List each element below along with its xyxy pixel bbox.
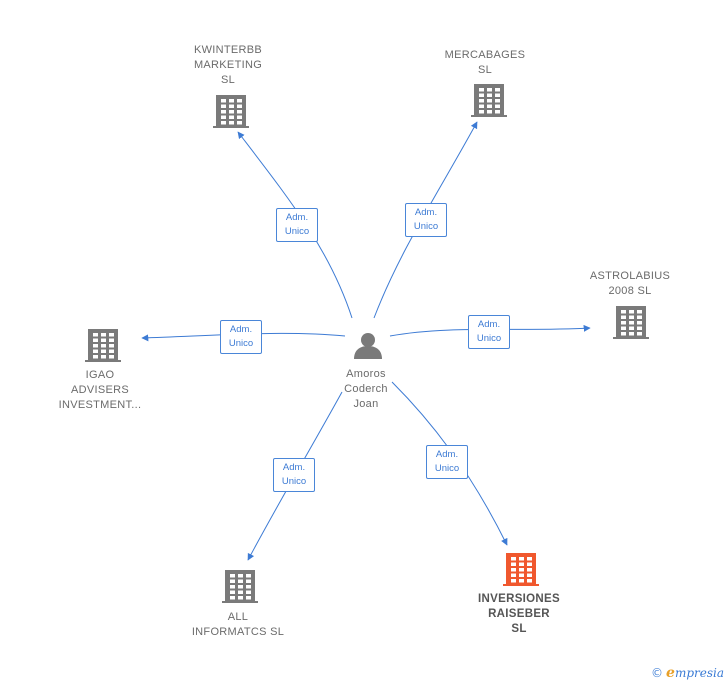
- role-label-inversiones[interactable]: Adm. Unico: [426, 445, 468, 479]
- company-label-kwinterbb[interactable]: KWINTERBB MARKETING SL: [178, 43, 278, 88]
- brand-name: mpresia: [674, 666, 724, 680]
- company-name-line: 2008 SL: [608, 285, 652, 297]
- company-name-line: MARKETING: [193, 59, 263, 71]
- company-name-line: SL: [511, 623, 527, 635]
- role-line: Unico: [476, 333, 502, 344]
- company-name-line: ADVISERS: [70, 384, 130, 396]
- building-icon-igao[interactable]: [85, 329, 121, 362]
- company-label-all-informatcs[interactable]: ALL INFORMATCS SL: [183, 610, 293, 640]
- building-icon-mercabages[interactable]: [471, 84, 507, 117]
- company-name-line: RAISEBER: [488, 608, 550, 620]
- role-line: Unico: [284, 226, 310, 237]
- company-name-line: ASTROLABIUS: [589, 270, 671, 282]
- role-line: Unico: [434, 463, 460, 474]
- role-line: Unico: [281, 476, 307, 487]
- role-label-mercabages[interactable]: Adm. Unico: [405, 203, 447, 237]
- building-icon-inversiones[interactable]: [503, 553, 539, 586]
- person-name-line: Coderch: [344, 383, 388, 395]
- role-line: Adm.: [477, 319, 501, 330]
- person-name-line: Amoros: [346, 368, 386, 380]
- company-name-line: IGAO: [85, 369, 115, 381]
- building-icon-all-informatcs[interactable]: [222, 570, 258, 603]
- role-label-kwinterbb[interactable]: Adm. Unico: [276, 208, 318, 242]
- company-label-igao[interactable]: IGAO ADVISERS INVESTMENT...: [44, 368, 156, 413]
- building-icon-kwinterbb[interactable]: [213, 95, 249, 128]
- company-name-line: INVESTMENT...: [58, 399, 142, 411]
- person-name-line: Joan: [353, 398, 379, 410]
- role-label-astrolabius[interactable]: Adm. Unico: [468, 315, 510, 349]
- person-label[interactable]: Amoros Coderch Joan: [326, 367, 406, 412]
- role-line: Adm.: [229, 324, 253, 335]
- person-icon[interactable]: [354, 333, 382, 359]
- copyright-symbol: ©: [651, 666, 664, 680]
- role-line: Unico: [413, 221, 439, 232]
- company-name-line: SL: [477, 64, 493, 76]
- company-name-line: INVERSIONES: [478, 593, 560, 605]
- company-name-line: SL: [220, 74, 236, 86]
- role-line: Adm.: [435, 449, 459, 460]
- company-name-line: ALL: [227, 611, 249, 623]
- company-label-astrolabius[interactable]: ASTROLABIUS 2008 SL: [578, 269, 682, 299]
- brand-initial: e: [666, 665, 675, 681]
- role-line: Adm.: [285, 212, 309, 223]
- role-line: Adm.: [282, 462, 306, 473]
- company-name-line: MERCABAGES: [444, 49, 526, 61]
- company-label-inversiones[interactable]: INVERSIONES RAISEBER SL: [464, 592, 574, 637]
- role-line: Unico: [228, 338, 254, 349]
- role-label-igao[interactable]: Adm. Unico: [220, 320, 262, 354]
- company-name-line: KWINTERBB: [193, 44, 263, 56]
- brand-footer[interactable]: ©empresia: [651, 665, 724, 681]
- role-label-all-informatcs[interactable]: Adm. Unico: [273, 458, 315, 492]
- building-icon-astrolabius[interactable]: [613, 306, 649, 339]
- role-line: Adm.: [414, 207, 438, 218]
- company-name-line: INFORMATCS SL: [191, 626, 285, 638]
- company-label-mercabages[interactable]: MERCABAGES SL: [430, 48, 540, 78]
